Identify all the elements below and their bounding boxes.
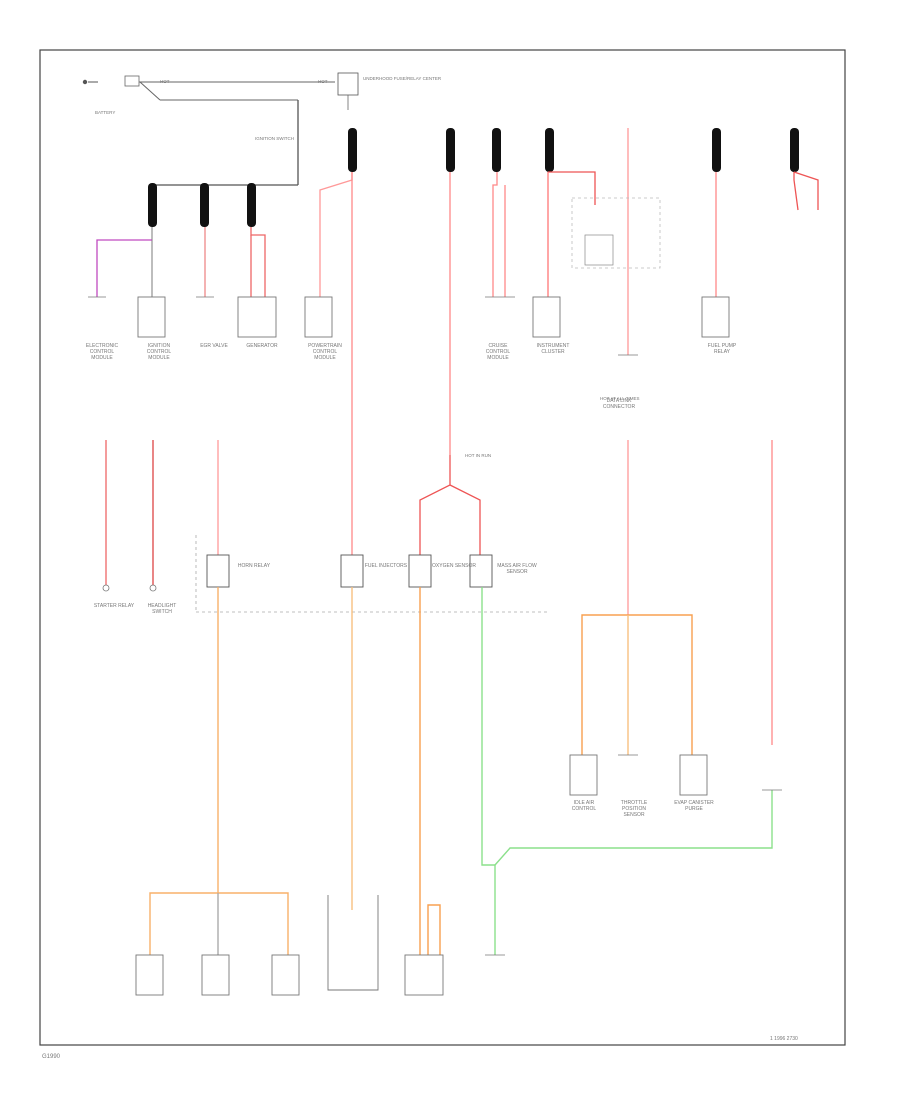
- component-label: IGNITION CONTROL MODULE: [146, 343, 172, 361]
- diagram-frame: [39, 49, 846, 1046]
- component-label: MASS AIR FLOW SENSOR: [497, 563, 537, 575]
- svg-text:HOT: HOT: [318, 79, 328, 84]
- upper-circuits: [96, 128, 819, 555]
- component-label: FUEL INJECTORS: [364, 563, 408, 569]
- component-label: POWERTRAIN CONTROL MODULE: [308, 343, 342, 361]
- component-label: STARTER RELAY: [93, 603, 135, 609]
- lower-terminals: [485, 754, 782, 956]
- component-label: EGR VALVE: [200, 343, 228, 349]
- ignition-switch-label: IGNITION SWITCH: [255, 136, 294, 141]
- battery-label: BATTERY: [95, 110, 115, 115]
- cruise-module-outline: [327, 895, 379, 991]
- footer-right: 1 1996 2730: [770, 1036, 798, 1042]
- component-label: ELECTRONIC CONTROL MODULE: [85, 343, 119, 361]
- component-label: INSTRUMENT CLUSTER: [536, 343, 570, 355]
- component-label: GENERATOR: [246, 343, 278, 349]
- lower-components: [135, 754, 708, 996]
- fuse-terminals: [102, 584, 157, 592]
- component-label: IDLE AIR CONTROL: [571, 800, 597, 812]
- component-label: CRUISE CONTROL MODULE: [485, 343, 511, 361]
- connector-label-left: HOT IN RUN: [465, 453, 491, 458]
- battery-ignition-section: [82, 72, 359, 186]
- component-label: THROTTLE POSITION SENSOR: [620, 800, 648, 818]
- relay-dashed-box: [571, 197, 661, 269]
- component-label: HEADLIGHT SWITCH: [147, 603, 177, 615]
- relays: [206, 554, 493, 588]
- connector-label-right: HOT AT ALL TIMES: [600, 396, 640, 401]
- fuse-box-label: UNDERHOOD FUSE/RELAY CENTER: [363, 76, 442, 81]
- connector-blocks: [148, 128, 799, 227]
- upper-terminals: [88, 296, 638, 356]
- component-label: DATA LINK CONNECTOR: [602, 398, 636, 410]
- footer-left: G1990: [42, 1054, 61, 1060]
- component-label: FUEL PUMP RELAY: [707, 343, 737, 355]
- middle-circuits: [105, 440, 773, 745]
- svg-text:HOT: HOT: [160, 79, 170, 84]
- faint-labels: HOT HOT BATTERY UNDERHOOD FUSE/RELAY CEN…: [95, 76, 640, 458]
- upper-components: [137, 296, 730, 338]
- component-label: OXYGEN SENSOR: [432, 563, 476, 569]
- component-label: HORN RELAY: [237, 563, 271, 569]
- component-label: EVAP CANISTER PURGE: [674, 800, 714, 812]
- lower-circuits: [149, 587, 773, 955]
